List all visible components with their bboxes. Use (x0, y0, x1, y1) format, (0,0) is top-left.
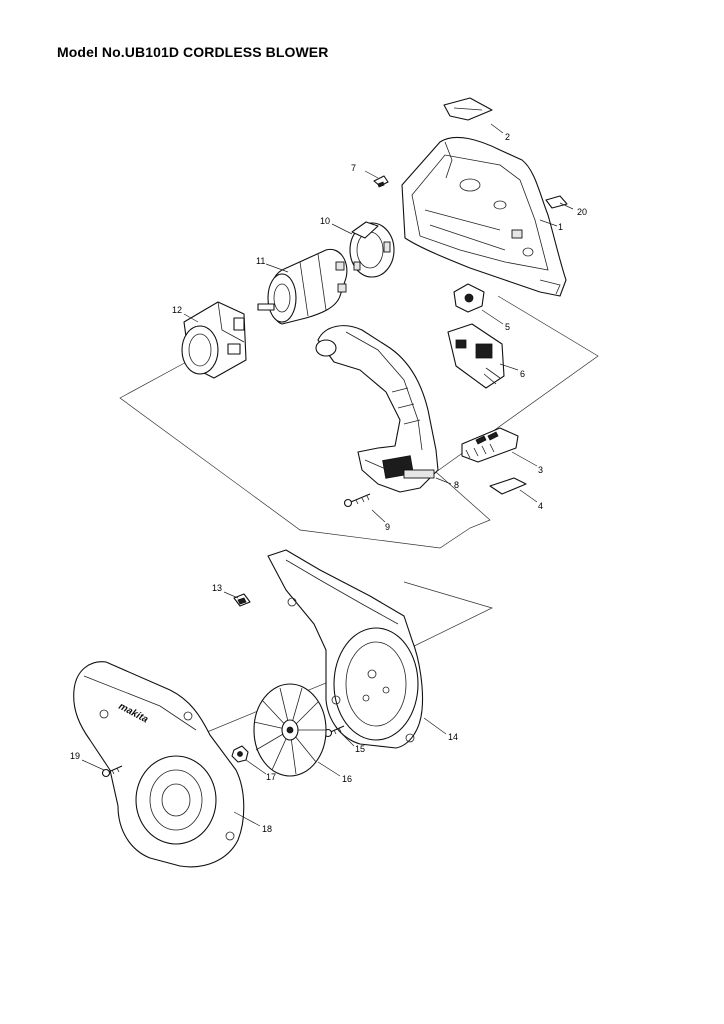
part-12-motor-holder (181, 301, 247, 379)
callout-13: 13 (212, 583, 222, 593)
part-16-fan (253, 683, 327, 777)
callout-11: 11 (256, 256, 265, 266)
callout-8: 8 (454, 480, 459, 490)
part-11-motor (257, 248, 348, 325)
callout-12: 12 (172, 305, 182, 315)
callout-19: 19 (70, 751, 80, 761)
callout-1: 1 (558, 222, 563, 232)
part-5-switch-knob (453, 283, 485, 313)
part-19-screw (101, 765, 123, 778)
callout-5: 5 (505, 322, 510, 332)
part-2-label-sheet (443, 97, 493, 121)
part-4-label (489, 477, 527, 495)
callout-15: 15 (355, 744, 365, 754)
callout-7: 7 (351, 163, 356, 173)
part-20-label (545, 195, 568, 209)
callout-numbers: 1 2 3 4 5 6 7 8 9 10 11 12 13 14 15 16 1… (70, 132, 587, 834)
part-6-switch (447, 323, 505, 389)
part-8-handle (315, 325, 439, 493)
callout-6: 6 (520, 369, 525, 379)
upper-assembly-boundary (119, 295, 599, 549)
part-3-terminal (461, 427, 519, 463)
part-17-nut (231, 745, 249, 763)
part-7-clip (373, 175, 389, 188)
callout-16: 16 (342, 774, 352, 784)
part-13-clip (233, 593, 251, 607)
part-18-nozzle-cover: makita (73, 661, 245, 868)
callout-10: 10 (320, 216, 330, 226)
leader-lines (81, 123, 574, 827)
callout-14: 14 (448, 732, 458, 742)
callout-4: 4 (538, 501, 543, 511)
callout-3: 3 (538, 465, 543, 475)
part-10-ring (349, 221, 395, 278)
callout-20: 20 (577, 207, 587, 217)
callout-17: 17 (266, 772, 276, 782)
callout-9: 9 (385, 522, 390, 532)
part-14-housing (267, 549, 424, 749)
page-title: Model No.UB101D CORDLESS BLOWER (57, 44, 329, 60)
part-1-housing (401, 136, 567, 297)
part-9-screw (343, 493, 371, 508)
callout-18: 18 (262, 824, 272, 834)
callout-2: 2 (505, 132, 510, 142)
